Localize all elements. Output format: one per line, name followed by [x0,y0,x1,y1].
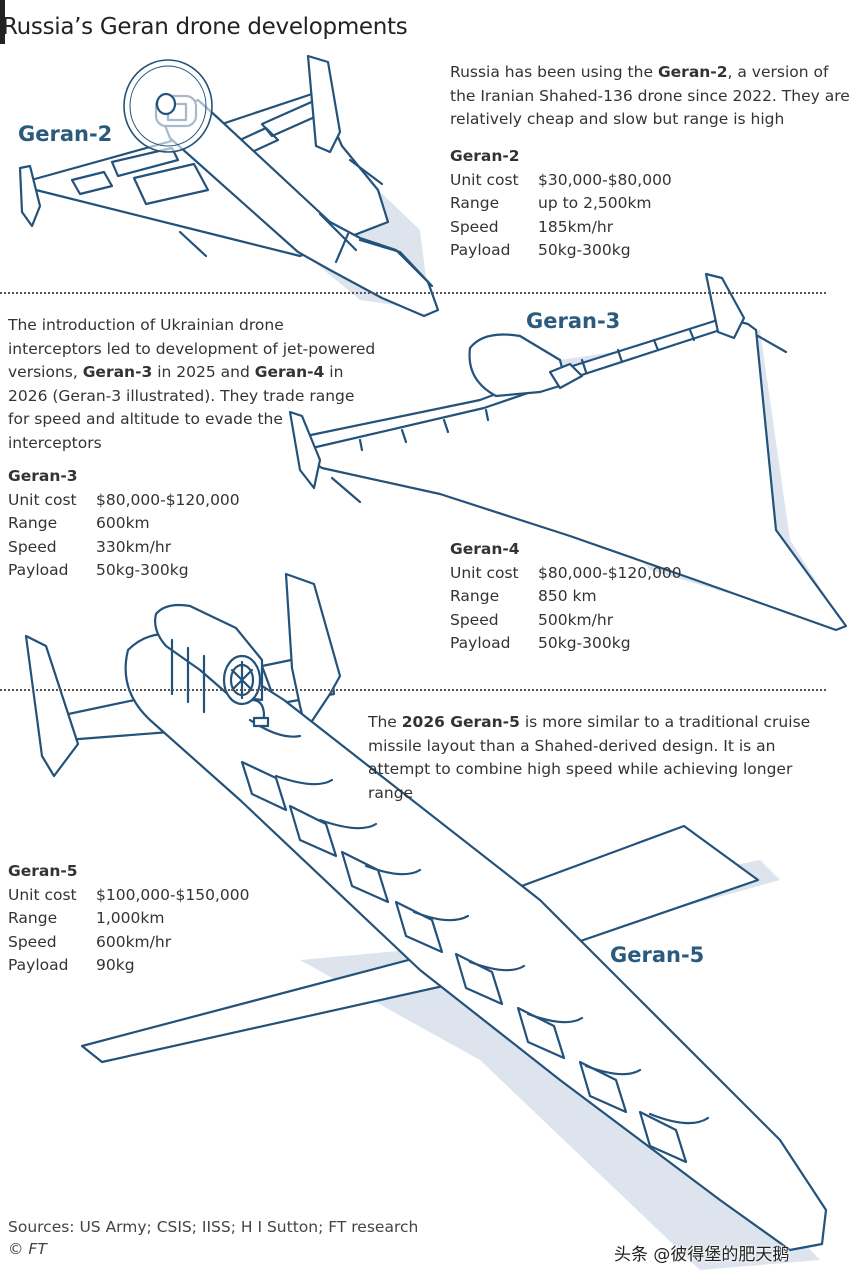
spec-key: Speed [450,217,499,236]
spec-name: Geran-2 [450,147,520,165]
geran-3-label: Geran-3 [526,309,621,333]
spec-row: Unit cost $100,000-$150,000 [8,884,250,908]
spec-value: $30,000-$80,000 [538,170,672,189]
page-title: Russia’s Geran drone developments [2,14,408,40]
geran-5-spec-table: Geran-5 Unit cost $100,000-$150,000 Range… [8,860,250,978]
geran-5-intro: The 2026 Geran-5 is more similar to a tr… [368,713,811,802]
title-accent-bar [0,0,5,44]
sources-footer: Sources: US Army; CSIS; IISS; H I Sutton… [8,1216,418,1260]
spec-row: Speed 185km/hr [450,216,672,240]
spec-value: 1,000km [96,909,165,927]
spec-key: Unit cost [8,885,77,904]
spec-value: 50kg-300kg [538,634,631,652]
spec-value: 850 km [538,587,597,605]
spec-value: up to 2,500km [538,194,652,212]
spec-name: Geran-3 [8,467,78,485]
spec-row: Speed 330km/hr [8,536,240,560]
spec-key: Range [450,587,500,605]
spec-key: Speed [8,537,57,556]
spec-row: Range up to 2,500km [450,192,672,216]
spec-name: Geran-4 [450,540,520,558]
spec-key: Payload [450,634,511,652]
spec-key: Range [8,514,58,532]
spec-key: Payload [8,956,69,974]
spec-row: Payload 90kg [8,954,250,978]
spec-value: $100,000-$150,000 [96,885,250,904]
spec-row: Payload 50kg-300kg [450,632,682,656]
spec-name: Geran-5 [8,862,78,880]
spec-row: Unit cost $80,000-$120,000 [450,562,682,586]
spec-value: 90kg [96,956,135,974]
spec-value: $80,000-$120,000 [96,490,240,509]
spec-value: 600km [96,514,150,532]
spec-key: Unit cost [8,490,77,509]
spec-row: Range 850 km [450,585,682,609]
ft-credit: © FT [8,1240,47,1258]
spec-value: 330km/hr [96,537,172,556]
geran-5-drone [24,572,828,1270]
geran-2-intro: Russia has been using the Geran-2, a ver… [450,63,850,128]
spec-key: Unit cost [450,563,519,582]
spec-key: Speed [8,932,57,951]
spec-value: 50kg-300kg [96,561,189,579]
spec-value: 500km/hr [538,610,614,629]
spec-key: Payload [450,241,511,259]
geran-2-spec-table: Geran-2 Unit cost $30,000-$80,000 Range up… [450,145,672,263]
spec-row: Speed 600km/hr [8,931,250,955]
spec-key: Range [8,909,58,927]
spec-key: Speed [450,610,499,629]
section-divider [0,689,826,691]
spec-key: Unit cost [450,170,519,189]
geran-2-label: Geran-2 [18,122,113,146]
spec-row: Payload 50kg-300kg [450,239,672,263]
geran-4-spec-table: Geran-4 Unit cost $80,000-$120,000 Range 8… [450,538,682,656]
spec-value: 600km/hr [96,932,172,951]
spec-value: 185km/hr [538,217,614,236]
spec-row: Unit cost $30,000-$80,000 [450,169,672,193]
geran-3-spec-table: Geran-3 Unit cost $80,000-$120,000 Range 6… [8,465,240,583]
spec-row: Speed 500km/hr [450,609,682,633]
spec-value: $80,000-$120,000 [538,563,682,582]
geran-2-drone [18,54,440,318]
section-divider [0,292,826,294]
geran-5-label: Geran-5 [610,943,705,967]
spec-key: Range [450,194,500,212]
geran-3-drone [288,272,848,632]
sources-text: Sources: US Army; CSIS; IISS; H I Sutton… [8,1218,419,1236]
spec-row: Range 600km [8,512,240,536]
spec-row: Payload 50kg-300kg [8,559,240,583]
spec-row: Range 1,000km [8,907,250,931]
spec-value: 50kg-300kg [538,241,631,259]
spec-row: Unit cost $80,000-$120,000 [8,489,240,513]
watermark: 头条 @彼得堡的肥天鹅 [614,1245,790,1265]
spec-key: Payload [8,561,69,579]
geran-3-intro: The introduction of Ukrainian drone inte… [8,316,376,452]
